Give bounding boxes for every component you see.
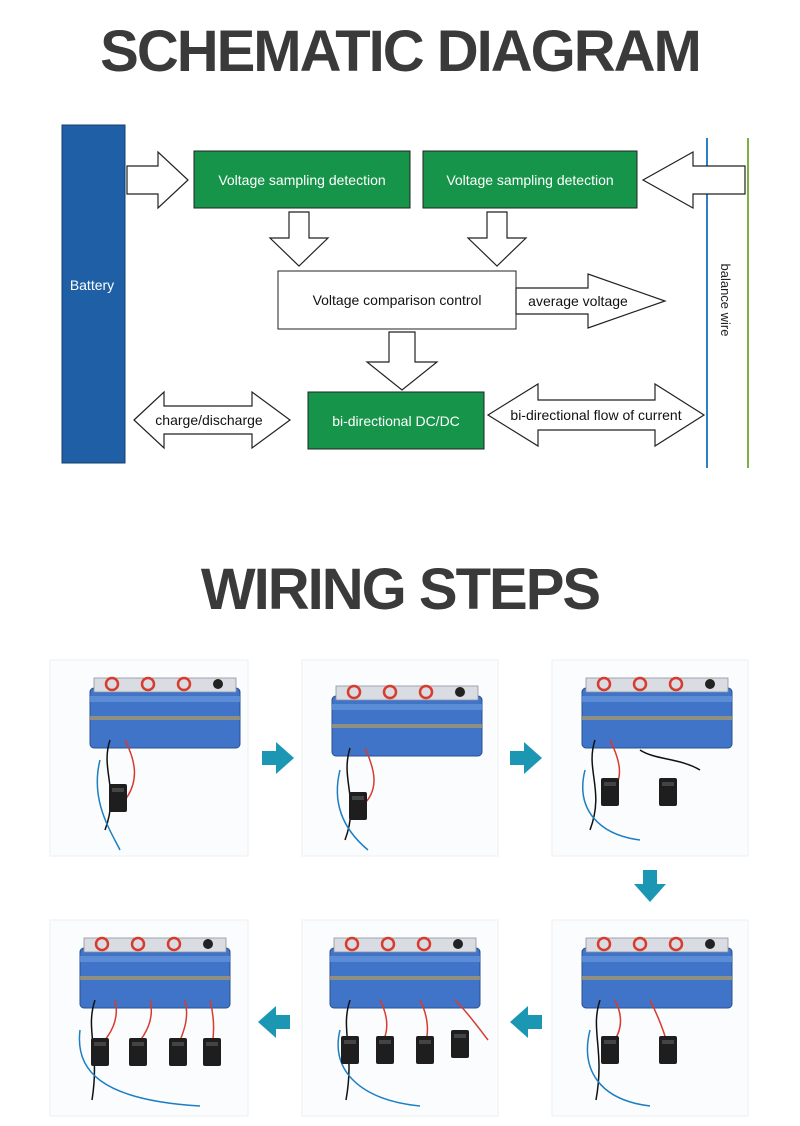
arrow-down-right xyxy=(466,211,528,267)
step-panel-1 xyxy=(49,659,249,857)
arrow-bidirectional-flow xyxy=(486,382,706,448)
wiring-steps xyxy=(49,659,749,1117)
sampling-right-label: Voltage sampling detection xyxy=(446,172,613,188)
step-panel-6 xyxy=(49,919,249,1117)
battery-block xyxy=(61,124,126,464)
sampling-left-box xyxy=(193,150,411,209)
step-arrow-4 xyxy=(258,1006,290,1038)
arrow-down-left xyxy=(268,211,330,267)
dcdc-box xyxy=(307,391,485,450)
step-panel-5 xyxy=(301,919,499,1117)
dcdc-label: bi-directional DC/DC xyxy=(332,413,460,429)
step-arrow-1 xyxy=(262,742,294,774)
arrow-down-center xyxy=(365,331,439,391)
step-arrow-3 xyxy=(510,1006,542,1038)
arrow-charge-discharge xyxy=(133,390,292,450)
wiring-title: WIRING STEPS xyxy=(200,557,601,622)
sampling-left-label: Voltage sampling detection xyxy=(218,172,385,188)
comparison-box xyxy=(277,270,517,330)
arrow-balance-to-sampling xyxy=(641,150,746,210)
flow-label: bi-directional flow of current xyxy=(510,407,681,423)
step-panel-2 xyxy=(301,659,499,857)
average-voltage-label: average voltage xyxy=(528,293,628,309)
step-arrow-down xyxy=(634,870,666,902)
arrow-average-voltage xyxy=(515,273,667,329)
balance-wire-label: balance wire xyxy=(718,264,733,337)
step-panel-4 xyxy=(551,919,749,1117)
schematic-title: SCHEMATIC DIAGRAM xyxy=(100,19,702,84)
charge-discharge-label: charge/discharge xyxy=(155,412,263,428)
step-arrow-2 xyxy=(510,742,542,774)
schematic-diagram: Battery balance wire Voltage sampling de… xyxy=(61,124,749,468)
step-panel-3 xyxy=(551,659,749,857)
sampling-right-box xyxy=(422,150,638,209)
comparison-label: Voltage comparison control xyxy=(313,292,482,308)
arrow-battery-to-sampling xyxy=(126,150,189,210)
battery-label: Battery xyxy=(70,277,114,293)
